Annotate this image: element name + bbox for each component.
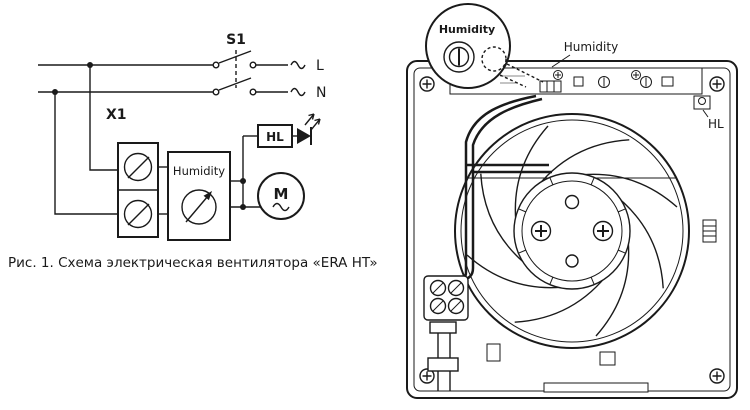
humidity-module-label: Humidity <box>173 164 225 178</box>
hub-hole <box>564 194 580 210</box>
cable-clamp <box>429 321 457 334</box>
board-terminal-block <box>539 80 562 93</box>
motor-m: M <box>257 172 305 220</box>
indicator-label: HL <box>266 130 284 144</box>
hub-inner <box>521 180 623 282</box>
bottom-component <box>599 351 616 366</box>
trimmer-time <box>640 76 652 88</box>
hub-screw-icon <box>592 220 614 242</box>
callout-humidity-label: Humidity <box>439 23 495 36</box>
mains-terminal-block <box>423 275 469 391</box>
switch-s1: S1 <box>212 32 257 96</box>
junction-dot <box>240 204 246 210</box>
led-emission-arrows <box>304 113 321 131</box>
motor-ac-symbol <box>272 202 290 212</box>
screw-icon <box>419 76 435 92</box>
bottom-louver <box>543 382 649 393</box>
terminal-block-label: X1 <box>106 107 127 123</box>
switch-label: S1 <box>226 32 246 48</box>
hub-hole-dark <box>565 254 579 268</box>
motor-label: M <box>274 185 289 203</box>
screw-terminal <box>447 297 465 315</box>
wiring-schematic: S1 L N X1 Humidity <box>8 32 378 271</box>
board-component <box>661 76 674 87</box>
strain-relief <box>427 357 459 372</box>
fan-hl-label: HL <box>708 117 724 131</box>
dial-arrowhead <box>203 191 212 201</box>
figure-caption: Рис. 1. Схема электрическая вентилятора … <box>8 255 378 271</box>
blade-tip-ring <box>460 119 684 343</box>
junction-dot <box>240 178 246 184</box>
screw-terminal <box>429 297 447 315</box>
corner-screws <box>419 76 725 384</box>
screw-terminal <box>429 279 447 297</box>
internal-wires <box>230 135 262 210</box>
screw-terminal <box>123 199 153 229</box>
neutral-label: N <box>316 85 326 101</box>
line-label: L <box>316 58 324 74</box>
board-component <box>573 76 584 87</box>
hub-screw-icon <box>530 220 552 242</box>
screw-terminal <box>123 152 153 182</box>
screw-icon <box>709 368 725 384</box>
hub-outer <box>513 172 631 290</box>
bottom-component <box>486 343 501 362</box>
screw-terminal <box>447 279 465 297</box>
screw-icon <box>709 76 725 92</box>
led-triangle <box>297 128 311 144</box>
board-screw-icon <box>553 70 563 80</box>
knob-ghost-position <box>481 46 507 72</box>
hub-spokes <box>518 177 626 285</box>
board-humidity-label: Humidity <box>564 40 618 54</box>
board-screw-icon <box>631 70 641 80</box>
humidity-callout-bubble: Humidity <box>425 3 544 89</box>
indicator-lamp-hl: HL <box>257 113 321 148</box>
ac-symbol-neutral <box>290 87 306 97</box>
board-led-hl <box>693 95 711 118</box>
ac-symbol-line <box>290 60 306 70</box>
humidity-knob-icon <box>443 41 475 73</box>
humidity-sensor-module: Humidity <box>167 151 231 241</box>
terminal-block-x1: X1 <box>106 107 159 238</box>
screw-icon <box>419 368 435 384</box>
fan-rear-view: Humidity HL <box>406 3 738 399</box>
hinge-detail <box>702 219 717 243</box>
fan-impeller-assembly <box>454 113 690 349</box>
housing-details <box>486 219 717 393</box>
supply-wires <box>38 60 306 215</box>
trimmer-humidity <box>598 76 610 88</box>
